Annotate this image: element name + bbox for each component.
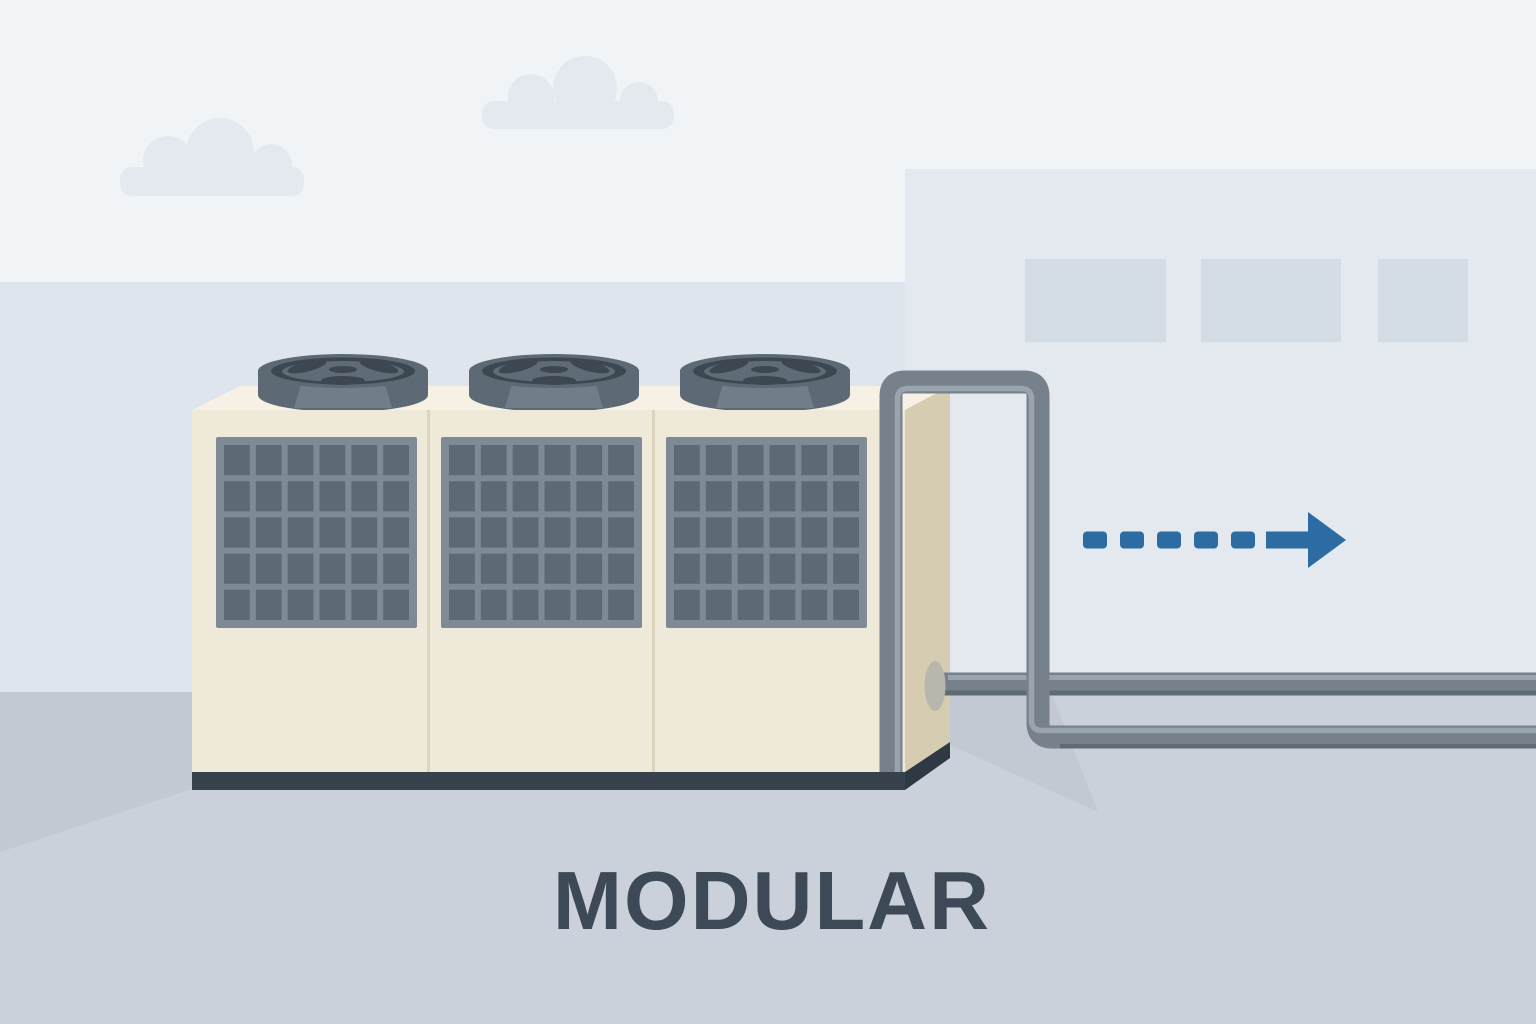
unit-right-face — [905, 386, 950, 772]
grille-1 — [216, 437, 417, 628]
grille-2 — [441, 437, 642, 628]
modular-label: MODULAR — [553, 854, 991, 947]
flow-arrow-icon — [1083, 512, 1346, 568]
pipe-loop — [879, 370, 1536, 772]
grille-3 — [666, 437, 867, 628]
unit-base-side — [905, 742, 950, 790]
unit-base — [192, 772, 905, 790]
panel-divider-2 — [652, 410, 655, 772]
cloud-2-icon — [482, 56, 674, 129]
ground-shadow-left — [0, 692, 192, 852]
pipe-flange — [924, 661, 946, 711]
ground-shadow-right — [948, 694, 1098, 812]
panel-divider-1 — [427, 410, 430, 772]
fan-2-icon — [469, 354, 639, 412]
piping — [879, 370, 1536, 772]
cloud-1-icon — [120, 118, 304, 196]
fan-3-icon — [680, 354, 850, 412]
building-window-1 — [1025, 259, 1166, 342]
building-window-2 — [1201, 259, 1341, 342]
fan-1-icon — [258, 354, 428, 412]
building-window-3 — [1378, 259, 1468, 342]
building — [905, 169, 1536, 692]
chiller-unit — [192, 354, 950, 790]
